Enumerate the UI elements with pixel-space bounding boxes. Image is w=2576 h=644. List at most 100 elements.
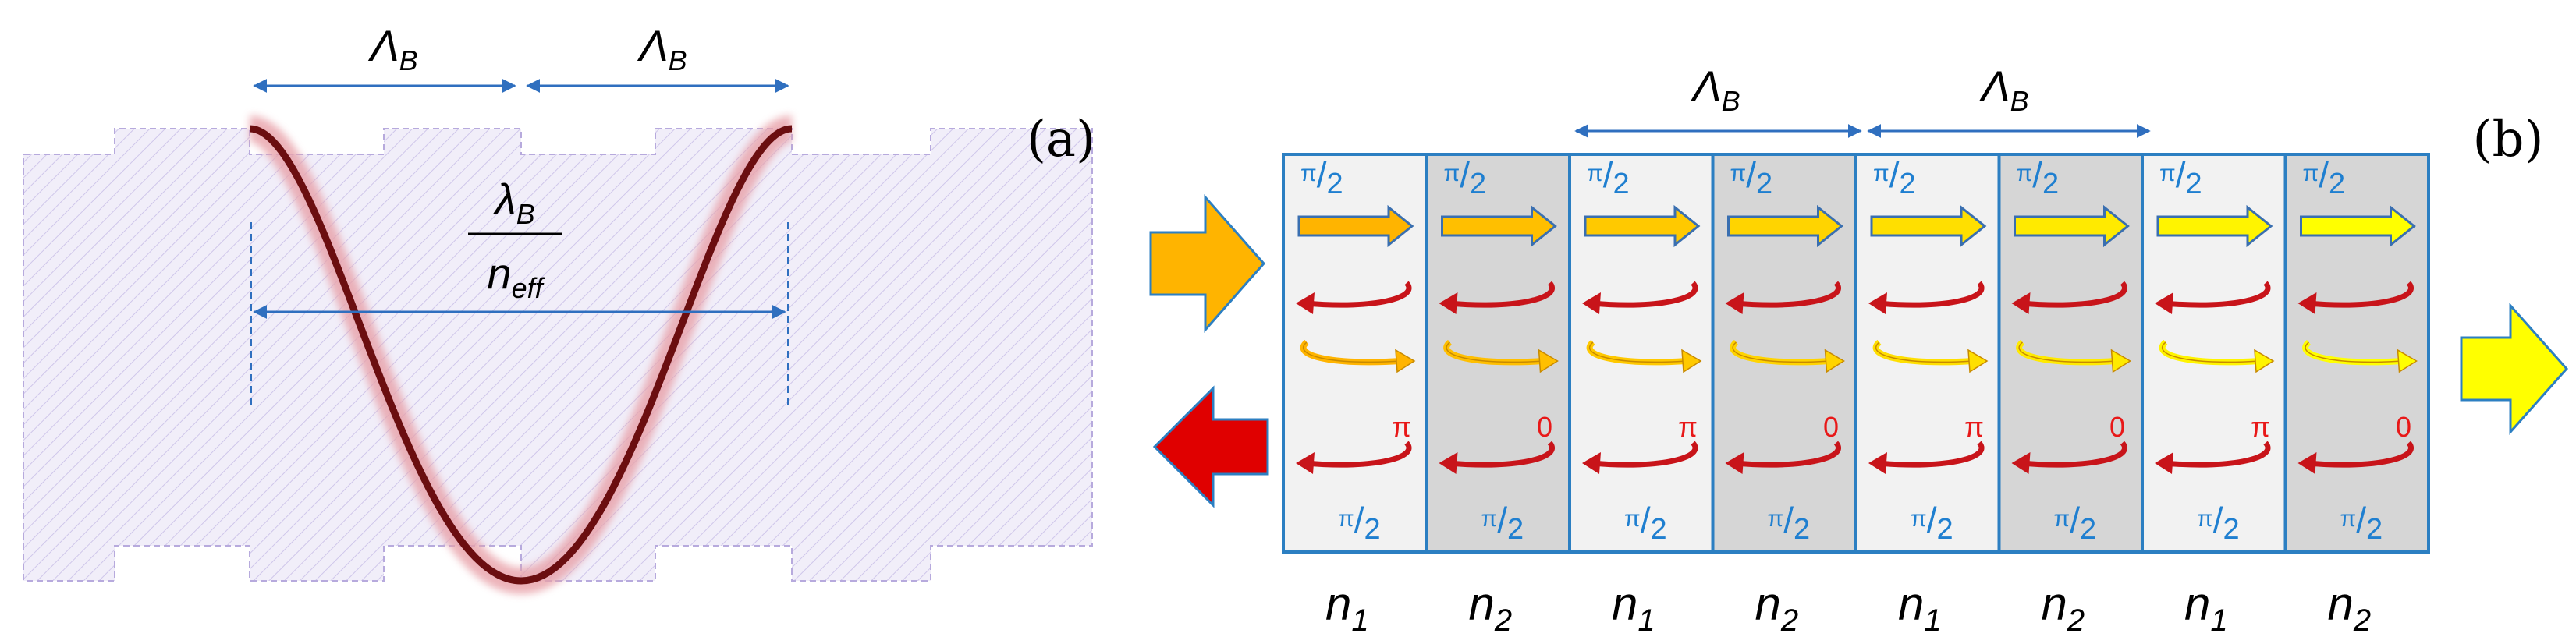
recoupled-wave-outline	[2161, 341, 2260, 363]
layer-cell-5: π/2 π π/2 n1	[1854, 153, 2001, 638]
phase-top-label: π/2	[1873, 154, 1916, 200]
reflected-wave-arrow-lower	[2307, 441, 2414, 468]
phase-top-label: π/2	[1730, 154, 1773, 200]
phase-bottom-label: π/2	[1338, 500, 1381, 546]
layer-cell-4: π/2 0 π/2 n2	[1711, 153, 1857, 638]
b-period-label-right: ΛB	[1978, 62, 2028, 117]
refractive-index-label: n2	[2327, 578, 2371, 638]
phase-bottom-label: π/2	[1624, 500, 1667, 546]
reflected-arrowhead-lower	[2155, 452, 2173, 474]
forward-wave-arrow	[1297, 204, 1414, 248]
reflected-arrowhead	[1582, 292, 1601, 314]
reflected-arrowhead-lower	[2011, 452, 2031, 474]
reflection-phase-label: 0	[2396, 411, 2411, 443]
b-period-label-left: ΛB	[1690, 62, 1740, 117]
recoupled-wave-outline	[2305, 341, 2403, 363]
reflected-wave-arrow	[2163, 281, 2271, 308]
reflected-arrowhead	[1868, 292, 1887, 314]
reflection-phase-label: π	[1964, 411, 1984, 443]
wavelength-denominator: neff	[487, 249, 545, 304]
recoupled-wave-outline	[1732, 341, 1830, 363]
recoupled-wave-outline	[1446, 341, 1544, 363]
reflected-wave-arrow-lower	[2021, 441, 2127, 468]
reflected-wave-arrow	[1734, 281, 1841, 308]
phase-top-label: π/2	[1444, 154, 1487, 200]
reflection-phase-label: π	[1392, 411, 1411, 443]
recoupled-arrowhead	[1824, 349, 1845, 373]
recoupled-arrowhead	[1967, 349, 1989, 373]
forward-wave-arrow	[2156, 204, 2273, 248]
forward-wave-arrow	[1441, 204, 1557, 248]
refractive-index-label: n1	[1898, 578, 1942, 638]
recoupled-wave-outline	[2018, 341, 2117, 363]
reflected-arrowhead-lower	[1296, 452, 1315, 474]
phase-top-label: π/2	[2159, 154, 2202, 200]
recoupled-arrowhead	[2110, 349, 2131, 373]
recoupled-arrowhead	[1538, 349, 1559, 373]
reflected-wave-arrow-lower	[1304, 441, 1412, 468]
recoupled-arrowhead	[1395, 349, 1416, 373]
reflected-arrowhead	[1725, 292, 1744, 314]
reflected-arrow	[1152, 385, 1269, 508]
recoupled-arrowhead	[2397, 349, 2418, 373]
reflected-wave-arrow	[1448, 281, 1555, 308]
forward-wave-arrow	[1870, 204, 1987, 248]
reflected-arrowhead	[2011, 292, 2031, 314]
phase-top-label: π/2	[1587, 154, 1630, 200]
reflected-arrowhead-lower	[1868, 452, 1887, 474]
reflected-arrowhead-lower	[1582, 452, 1601, 474]
reflected-arrowhead-lower	[2297, 452, 2317, 474]
phase-top-label: π/2	[2017, 154, 2060, 200]
panel-label-b: (b)	[2473, 111, 2544, 168]
field-curve	[249, 125, 793, 585]
recoupled-wave-outline	[1875, 341, 1974, 363]
layer-cell-3: π/2ππ/2n1	[1568, 153, 1715, 638]
refractive-index-label: n2	[2041, 578, 2085, 638]
forward-wave-arrow	[2014, 204, 2130, 248]
recoupled-wave-outline	[1588, 341, 1687, 363]
panel-label-a: (a)	[1027, 111, 1095, 168]
refractive-index-label: n1	[1612, 578, 1655, 638]
transmitted-arrow	[2460, 303, 2569, 435]
reflected-wave-arrow-lower	[1734, 441, 1841, 468]
refractive-index-label: n2	[1755, 578, 1798, 638]
reflected-wave-arrow	[1304, 281, 1412, 308]
forward-wave-arrow	[1584, 204, 1701, 248]
reflected-wave-arrow-lower	[1877, 441, 1985, 468]
wavelength-numerator: λB	[492, 175, 535, 230]
recoupled-wave-outline	[1302, 341, 1401, 363]
reflected-arrowhead	[2155, 292, 2173, 314]
panel-a: ΛB ΛB λB neff (a)	[23, 21, 1095, 595]
recoupled-arrowhead	[2254, 349, 2275, 373]
reflection-phase-label: 0	[1537, 411, 1552, 443]
panel-b: ΛB ΛB π/2ππ/2n1π/20π/2n2π/2ππ/2n1π/20π/2…	[1149, 62, 2569, 638]
incident-arrow	[1149, 194, 1266, 333]
phase-bottom-label: π/2	[2340, 500, 2383, 546]
phase-bottom-label: π/2	[2197, 500, 2240, 546]
reflected-wave-arrow-lower	[1591, 441, 1698, 468]
forward-wave-arrow	[1727, 204, 1843, 248]
refractive-index-label: n2	[1468, 578, 1512, 638]
refractive-index-label: n1	[1325, 578, 1369, 638]
reflected-arrowhead	[1296, 292, 1315, 314]
phase-bottom-label: π/2	[1911, 500, 1953, 546]
reflected-wave-arrow-lower	[2163, 441, 2271, 468]
period-label-right: ΛB	[637, 21, 687, 76]
phase-top-label: π/2	[1300, 154, 1343, 200]
forward-wave-arrow	[2300, 204, 2416, 248]
reflected-arrowhead	[1439, 292, 1458, 314]
layer-cell-7: π/2 π π/2 n1	[2141, 153, 2287, 638]
refractive-index-label: n1	[2184, 578, 2228, 638]
phase-bottom-label: π/2	[1768, 500, 1811, 546]
period-label-left: ΛB	[367, 21, 417, 76]
reflection-phase-label: π	[2251, 411, 2270, 443]
reflected-wave-arrow	[1591, 281, 1698, 308]
reflected-wave-arrow	[2307, 281, 2414, 308]
grating-profile	[23, 128, 1093, 582]
reflected-arrowhead-lower	[1725, 452, 1744, 474]
reflection-phase-label: 0	[1823, 411, 1839, 443]
layer-cell-2: π/20π/2n2	[1425, 153, 1571, 638]
reflection-phase-label: 0	[2109, 411, 2125, 443]
phase-bottom-label: π/2	[2054, 500, 2097, 546]
